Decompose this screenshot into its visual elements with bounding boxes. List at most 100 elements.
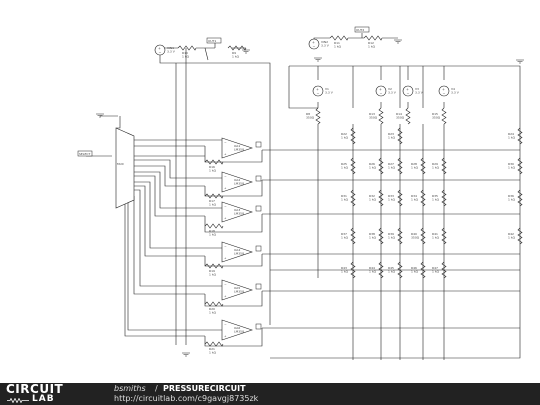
resistor-symbol bbox=[329, 35, 349, 41]
resistor-value: 1 kΩ bbox=[232, 55, 240, 59]
resistor-value: 1 kΩ bbox=[369, 236, 377, 240]
resistor-name: R13 bbox=[369, 112, 375, 116]
ground-icon bbox=[182, 352, 190, 357]
minus-sign: − bbox=[407, 92, 410, 96]
opamp-triangle bbox=[221, 171, 253, 193]
resistor-value: 350Ω bbox=[306, 116, 315, 120]
resistor-grid-3 bbox=[350, 157, 356, 175]
inverting-input: − bbox=[224, 282, 227, 286]
inverting-input: − bbox=[224, 174, 227, 178]
opamp-oa-1: −+ bbox=[221, 171, 262, 193]
title-separator: / bbox=[155, 384, 158, 393]
ground-lines bbox=[182, 352, 190, 357]
resistor-name: R29 bbox=[432, 162, 438, 166]
resistor-name: R17 bbox=[209, 199, 215, 203]
components: +−OUT1+−OUT2+−+−+−+−SELECT−+−+−+−+−+−+ bbox=[77, 26, 524, 357]
logo-wave-icon bbox=[7, 398, 29, 403]
logo-text-top: CIRCUIT bbox=[6, 382, 64, 396]
ground-icon bbox=[242, 49, 250, 54]
circuitlab-logo[interactable]: CIRCUIT LAB bbox=[6, 382, 90, 404]
circuit-url[interactable]: http://circuitlab.com/c9gavgj8735zk bbox=[114, 394, 259, 403]
ground-lines bbox=[394, 39, 402, 44]
circuit-title: PRESSURECIRCUIT bbox=[163, 384, 246, 393]
node-label-right: OUT2 bbox=[354, 26, 370, 33]
resistor-name: R22 bbox=[341, 132, 347, 136]
resistor-grid-8 bbox=[517, 157, 523, 175]
output-probe bbox=[255, 323, 262, 330]
resistor-value: 1 kΩ bbox=[388, 198, 396, 202]
author-name[interactable]: bsmiths bbox=[114, 384, 146, 393]
resistor-symbol bbox=[204, 223, 224, 229]
resistor-value: 1 kΩ bbox=[182, 55, 190, 59]
node-box bbox=[77, 150, 93, 157]
resistor-grid-12 bbox=[420, 189, 426, 207]
resistor-value: 1 kΩ bbox=[388, 270, 396, 274]
resistor-symbol bbox=[350, 127, 356, 145]
resistor-value: 350Ω bbox=[411, 236, 420, 240]
resistor-symbol bbox=[378, 227, 384, 245]
resistor-fb-2 bbox=[204, 223, 224, 229]
minus-sign: − bbox=[443, 92, 446, 96]
minus-sign: − bbox=[317, 92, 320, 96]
resistor-symbol bbox=[441, 227, 447, 245]
resistor-gauge-2 bbox=[405, 107, 411, 125]
resistor-symbol bbox=[177, 45, 197, 51]
resistor-name: R36 bbox=[508, 194, 514, 198]
plus-sign: + bbox=[316, 88, 319, 92]
resistor-name: R19 bbox=[209, 269, 215, 273]
resistor-name: R39 bbox=[388, 232, 394, 236]
plus-sign: + bbox=[442, 88, 445, 92]
source-circle bbox=[375, 85, 387, 97]
source-value: 3.3 V bbox=[388, 91, 397, 95]
opamp-oa-5: −+ bbox=[221, 319, 262, 341]
resistor-top-1 bbox=[177, 45, 197, 51]
resistor-name: R11 bbox=[334, 41, 340, 45]
resistor-value: 1 kΩ bbox=[369, 166, 377, 170]
resistor-gauge-0 bbox=[315, 107, 321, 125]
source-value: 3.3 V bbox=[451, 91, 460, 95]
resistor-name: R27 bbox=[388, 162, 394, 166]
resistor-name: R21 bbox=[209, 347, 215, 351]
opamp-name: OA6 bbox=[234, 326, 240, 330]
source-circle bbox=[312, 85, 324, 97]
source-circle bbox=[308, 38, 320, 50]
resistor-name: R14 bbox=[396, 112, 402, 116]
resistor-name: R45 bbox=[388, 266, 394, 270]
opamp-name: OA5 bbox=[234, 286, 240, 290]
resistor-name: R34 bbox=[411, 194, 417, 198]
resistor-value: 350Ω bbox=[369, 116, 378, 120]
resistor-grid-10 bbox=[378, 189, 384, 207]
opamp-triangle bbox=[221, 319, 253, 341]
resistor-name: R47 bbox=[432, 266, 438, 270]
source-name: VIN1 bbox=[167, 46, 174, 50]
ground-lines bbox=[96, 113, 104, 118]
resistor-name: R16 bbox=[209, 165, 215, 169]
resistor-symbol bbox=[204, 193, 224, 199]
schematic-diagram: +−OUT1+−OUT2+−+−+−+−SELECT−+−+−+−+−+−+ V… bbox=[77, 26, 524, 360]
resistor-grid-19 bbox=[441, 227, 447, 245]
resistor-symbol bbox=[378, 189, 384, 207]
resistor-grid-21 bbox=[350, 261, 356, 279]
opamp-triangle bbox=[221, 241, 253, 263]
resistor-symbol bbox=[420, 189, 426, 207]
resistor-value: 1 kΩ bbox=[209, 169, 217, 173]
resistor-name: R18 bbox=[209, 229, 215, 233]
resistor-grid-24 bbox=[420, 261, 426, 279]
resistor-value: 1 kΩ bbox=[432, 198, 440, 202]
resistor-value: 350Ω bbox=[396, 116, 405, 120]
resistor-symbol bbox=[517, 189, 523, 207]
resistor-fb-1 bbox=[204, 193, 224, 199]
resistor-name: R9 bbox=[232, 51, 236, 55]
minus-sign: − bbox=[380, 92, 383, 96]
resistor-name: R23 bbox=[388, 132, 394, 136]
minus-sign: − bbox=[159, 51, 162, 55]
resistor-top-2 bbox=[227, 45, 247, 51]
resistor-value: 1 kΩ bbox=[341, 236, 349, 240]
node-text: SELECT bbox=[79, 152, 90, 156]
resistor-name: R20 bbox=[209, 307, 215, 311]
resistor-symbol bbox=[517, 227, 523, 245]
resistor-grid-17 bbox=[397, 227, 403, 245]
mux-body bbox=[115, 127, 135, 209]
resistor-value: 1 kΩ bbox=[432, 166, 440, 170]
opamp-triangle bbox=[221, 137, 253, 159]
